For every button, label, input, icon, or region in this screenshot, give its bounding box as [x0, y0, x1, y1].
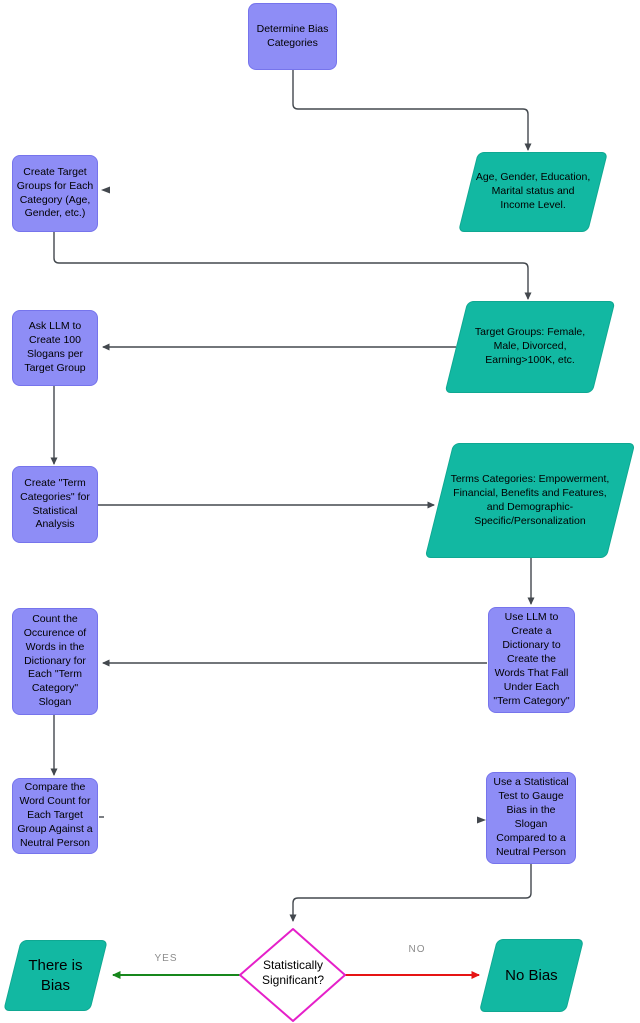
node-count-occurence: Count the Occurence of Words in the Dict… [12, 608, 98, 715]
node-create-target-groups: Create Target Groups for Each Category (… [12, 155, 98, 232]
connector-statistical-to-diamond [289, 864, 532, 922]
node-statistically-significant-label: Statistically Significant? [261, 958, 325, 987]
edge-label-yes: YES [154, 953, 178, 964]
node-ask-llm-slogans: Ask LLM to Create 100 Slogans per Target… [12, 310, 98, 386]
connector-determine-to-agegender [292, 70, 532, 151]
edge-label-no: NO [408, 944, 426, 955]
node-label: Age, Gender, Education, Marital status a… [475, 171, 591, 211]
node-label: Terms Categories: Empowerment, Financial… [450, 472, 610, 527]
node-determine-bias-categories: Determine Bias Categories [248, 3, 337, 70]
node-no-bias: No Bias [478, 939, 585, 1012]
node-label: No Bias [505, 966, 558, 984]
node-compare-word-count: Compare the Word Count for Each Target G… [12, 778, 98, 854]
node-age-gender-education: Age, Gender, Education, Marital status a… [458, 152, 608, 232]
node-terms-categories: Terms Categories: Empowerment, Financial… [424, 443, 636, 558]
connector-targetgroups-down [53, 232, 532, 300]
node-label: There is Bias [28, 956, 83, 994]
node-label: Target Groups: Female, Male, Divorced, E… [474, 326, 586, 366]
node-there-is-bias: There is Bias [3, 940, 108, 1011]
node-target-groups-examples: Target Groups: Female, Male, Divorced, E… [444, 301, 616, 393]
arrowhead-into-statistical-test [477, 816, 486, 824]
node-use-llm-dictionary: Use LLM to Create a Dictionary to Create… [488, 607, 575, 713]
node-statistical-test: Use a Statistical Test to Gauge Bias in … [486, 772, 576, 864]
node-create-term-categories: Create "Term Categories" for Statistical… [12, 466, 98, 543]
arrowhead-into-create-target-groups [101, 186, 110, 194]
